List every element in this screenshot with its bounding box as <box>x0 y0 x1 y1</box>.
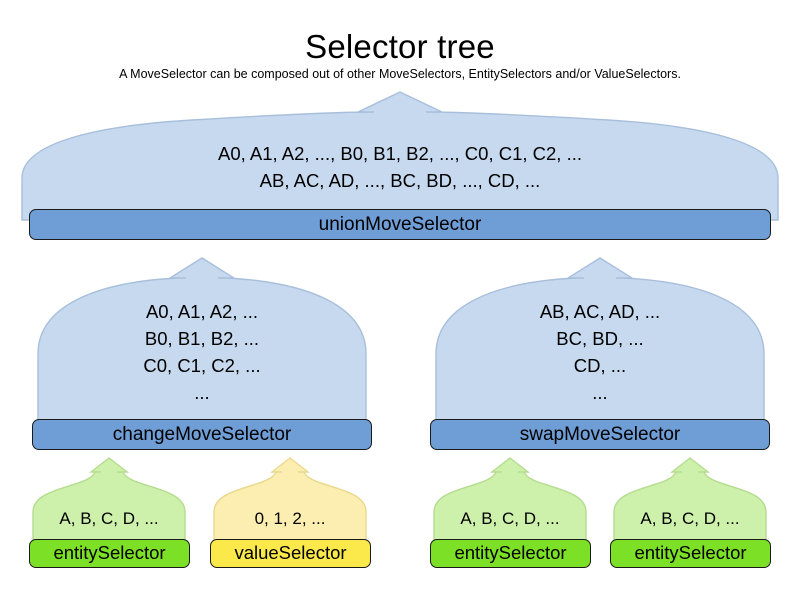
entity-selector-node-1: A, B, C, D, ... <box>32 457 186 543</box>
union-move-selector-label-text: unionMoveSelector <box>318 214 482 235</box>
entity-selector-label-3[interactable]: entitySelector <box>610 539 771 568</box>
value-selector-node: 0, 1, 2, ... <box>213 457 367 543</box>
swap-move-selector-label[interactable]: swapMoveSelector <box>430 419 770 450</box>
dome-arrow-shape <box>32 457 186 543</box>
swap-move-selector-node: AB, AC, AD, ... BC, BD, ... CD, ... ... <box>435 257 765 423</box>
page-title: Selector tree <box>305 28 495 65</box>
dome-arrow-shape <box>21 91 779 221</box>
union-move-selector-label[interactable]: unionMoveSelector <box>29 209 771 240</box>
value-selector-label[interactable]: valueSelector <box>210 539 371 568</box>
dome-arrow-shape <box>613 457 767 543</box>
entity-selector-label-1[interactable]: entitySelector <box>29 539 190 568</box>
page-subtitle: A MoveSelector can be composed out of ot… <box>119 67 681 81</box>
change-move-selector-node: A0, A1, A2, ... B0, B1, B2, ... C0, C1, … <box>37 257 367 423</box>
entity-selector-label-2[interactable]: entitySelector <box>430 539 591 568</box>
entity-selector-label-text-1: entitySelector <box>53 542 166 564</box>
swap-move-selector-label-text: swapMoveSelector <box>519 424 681 445</box>
dome-arrow-shape <box>37 257 367 423</box>
entity-selector-node-2: A, B, C, D, ... <box>433 457 587 543</box>
entity-selector-label-text-3: entitySelector <box>634 542 747 564</box>
value-selector-label-text: valueSelector <box>234 542 347 564</box>
dome-arrow-shape <box>213 457 367 543</box>
union-move-selector-node: A0, A1, A2, ..., B0, B1, B2, ..., C0, C1… <box>21 91 779 221</box>
dome-arrow-shape <box>433 457 587 543</box>
change-move-selector-label-text: changeMoveSelector <box>112 424 292 445</box>
entity-selector-label-text-2: entitySelector <box>454 542 567 564</box>
change-move-selector-label[interactable]: changeMoveSelector <box>32 419 372 450</box>
entity-selector-node-3: A, B, C, D, ... <box>613 457 767 543</box>
dome-arrow-shape <box>435 257 765 423</box>
